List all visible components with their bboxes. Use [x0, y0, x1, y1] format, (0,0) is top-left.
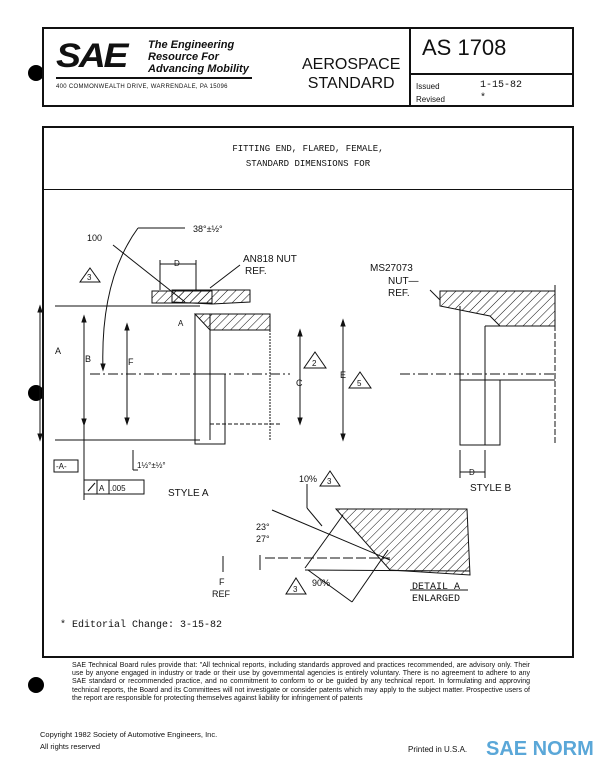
dim-a-flare: A — [178, 319, 184, 328]
header-box: SAE The Engineering Resource For Advanci… — [42, 27, 574, 107]
drawing-title: FITTING END, FLARED, FEMALE, STANDARD DI… — [232, 144, 384, 169]
printed-in: Printed in U.S.A. — [408, 745, 468, 754]
runout-datum: A — [99, 484, 105, 493]
tagline: The Engineering Resource For Advancing M… — [148, 39, 249, 75]
watermark-logo: SAE NORM — [486, 738, 594, 760]
flare-angle-label: 38°±½° — [193, 224, 223, 234]
dim-e: E — [340, 370, 346, 380]
datum-a: -A- — [56, 462, 67, 471]
angle-27: 27° — [256, 534, 270, 544]
style-b-label: STYLE B — [470, 483, 511, 494]
dim-d: D — [174, 259, 180, 268]
ref-label: REF. — [388, 288, 410, 299]
revised-mark: * — [480, 93, 487, 104]
dim-b: B — [85, 354, 91, 364]
doc-number: AS 1708 — [422, 35, 507, 60]
issued-label: Issued — [416, 82, 440, 91]
note-5-flag: 5 — [357, 379, 362, 388]
ref-label: REF. — [245, 266, 267, 277]
note-2-flag: 2 — [312, 359, 317, 368]
disclaimer: SAE Technical Board rules provide that: … — [72, 662, 530, 702]
drawing-frame: FITTING END, FLARED, FEMALE, STANDARD DI… — [42, 126, 574, 658]
style-a-view — [37, 227, 372, 500]
detail-a-label: DETAIL A — [412, 582, 460, 593]
ms27073-label: MS27073 — [370, 263, 413, 274]
style-b-view — [400, 285, 556, 478]
pct-10-label: 10% — [299, 474, 317, 484]
title-rule — [44, 189, 572, 190]
an818-nut-label: AN818 NUT — [243, 254, 297, 265]
rights: All rights reserved — [40, 742, 101, 751]
drawing-labels: 100 38°±½° AN818 NUT REF. MS27073 NUT— R… — [55, 224, 511, 605]
runout-tolerance: .005 — [110, 484, 126, 493]
taper-label: 1½°±½° — [137, 461, 166, 470]
pct-90-label: 90% — [312, 578, 330, 588]
logo-rule — [56, 77, 252, 79]
style-a-label: STYLE A — [168, 488, 209, 499]
dim-c: C — [296, 378, 303, 388]
issued-date: 1-15-82 — [480, 80, 523, 91]
angle-23: 23° — [256, 522, 270, 532]
nut-label: NUT— — [388, 276, 419, 287]
note-3-flag: 3 — [327, 477, 332, 486]
detail-a-view — [222, 470, 471, 603]
editorial-change: * Editorial Change: 3-15-82 — [60, 620, 223, 631]
revised-label: Revised — [416, 95, 445, 104]
finish-label: 100 — [87, 233, 102, 243]
f-ref: F — [219, 577, 225, 587]
divider — [409, 29, 411, 105]
enlarged-label: ENLARGED — [412, 594, 460, 605]
dim-d-b: D — [469, 468, 475, 477]
note-3-flag: 3 — [293, 585, 298, 594]
doc-type: AEROSPACE STANDARD — [302, 56, 401, 92]
sae-logo: SAE — [56, 37, 129, 75]
f-ref: REF — [212, 589, 231, 599]
note-3-flag: 3 — [87, 273, 92, 282]
copyright: Copyright 1982 Society of Automotive Eng… — [40, 730, 218, 739]
address: 400 COMMONWEALTH DRIVE, WARRENDALE, PA 1… — [56, 84, 228, 90]
punch-hole — [28, 65, 44, 81]
dim-a: A — [55, 346, 61, 356]
punch-hole — [28, 677, 44, 693]
dim-f: F — [128, 357, 134, 367]
divider — [409, 73, 572, 75]
